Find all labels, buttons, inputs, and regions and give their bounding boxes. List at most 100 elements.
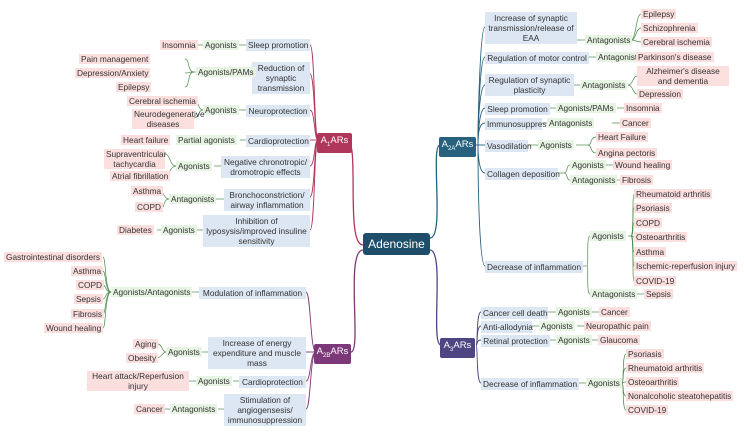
a2b-cardio-category: Cardioprotection: [239, 376, 306, 388]
a2b-energy-modality: Agonists: [166, 347, 202, 357]
a2a-sleep-category: Sleep promotion: [485, 103, 550, 115]
a2a-vaso-indication: Heart Failure: [596, 132, 648, 142]
a2a-collagen-indication: Wound healing: [613, 160, 673, 170]
a2a-inflam-indication: Psoriasis: [634, 203, 672, 213]
a1-cardio-indication: Heart failure: [121, 135, 171, 145]
a2a-sleep-indication: Insomnia: [624, 103, 662, 113]
a2a-inflam-modality: Agonists: [590, 231, 626, 241]
a3-allodynia-category: Anti-allodynia: [481, 321, 533, 333]
a2b-energy-indication: Obesity: [126, 353, 159, 363]
a2b-inflam-indication: Fibrosis: [71, 309, 105, 319]
a1-synaptic-indication: Pain management: [79, 54, 151, 64]
a2a-inflam-indication: Asthma: [634, 247, 667, 257]
a1-broncho-indication: Asthma: [131, 186, 164, 196]
a2a-motor-modality: Antagonists: [596, 52, 644, 62]
a3-allodynia-indication: Neuropathic pain: [584, 321, 651, 331]
a2a-vaso-modality: Agonists: [538, 140, 574, 150]
hub-a2a-sub: 2A: [448, 145, 456, 152]
a1-chrono-indication: Atrial fibrillation: [110, 171, 171, 181]
a2a-plasticity-category: Regulation of synaptic plasticity: [485, 74, 574, 96]
a1-lipo-modality: Agonists: [161, 225, 197, 235]
a1-chrono-modality: Agonists: [176, 161, 212, 171]
a1-synaptic-category: Reduction of synaptic transmission: [252, 62, 310, 94]
a2b-inflam-indication: Wound healing: [44, 323, 104, 333]
a2a-immuno-indication: Cancer: [620, 118, 651, 128]
a1-synaptic-indication: Depression/Anxiety: [75, 68, 151, 78]
a2a-inflam-indication: Rheumatoid arthritis: [634, 189, 713, 199]
a2b-inflam-modality: Agonists/Antagonists: [111, 287, 193, 297]
a1-sleep-category: Sleep promotion: [246, 39, 310, 51]
a3-death-indication: Cancer: [599, 307, 630, 317]
hub-a1-ars: A1ARs: [317, 133, 352, 153]
hub-a2b-tail: ARs: [330, 346, 349, 357]
hub-a2b-main: A: [316, 346, 324, 357]
a2a-inflam-indication: COPD: [634, 218, 662, 228]
a2a-collagen-indication: Fibrosis: [620, 175, 654, 185]
a2b-angio-indication: Cancer: [134, 404, 165, 414]
a2a-immuno-modality: Antagonists: [547, 118, 595, 128]
a2b-energy-indication: Aging: [133, 339, 159, 349]
a2a-collagen-modality: Agonists: [570, 160, 606, 170]
a1-sleep-indication: Insomnia: [160, 40, 198, 50]
a1-cardio-modality: Partial agonists: [176, 135, 237, 145]
a2a-inflam-category: Decrease of inflammation: [485, 261, 583, 273]
a1-chrono-category: Negative chronotropic/ dromotropic effec…: [221, 156, 310, 178]
a2b-energy-category: Increase of energy expenditure and muscl…: [208, 337, 306, 369]
hub-a2b-sub: 2B: [323, 352, 331, 359]
a2a-plasticity-indication: Alzheimer's disease and dementia: [637, 66, 729, 86]
a1-sleep-modality: Agonists: [203, 40, 239, 50]
a3-inflam-indication: Osteoarthritis: [626, 377, 680, 387]
a2a-inflam-indication: Sepsis: [644, 289, 673, 299]
a3-inflam-indication: Nonalcoholic steatohepatitis: [626, 391, 734, 401]
a2b-inflam-category: Modulation of inflammation: [199, 287, 306, 299]
hub-a3-main: A: [443, 340, 451, 351]
a1-chrono-indication: Supraventricular tachycardia: [104, 149, 167, 169]
a2b-inflam-indication: COPD: [76, 280, 104, 290]
a2a-inflam-indication: Osteoarthritis: [634, 232, 688, 242]
a2b-inflam-indication: Sepsis: [74, 294, 103, 304]
a1-synaptic-modality: Agonists/PAMs: [196, 67, 256, 77]
a1-lipo-category: Inhibition of lyposysis/improved insulin…: [203, 215, 310, 247]
hub-a3-ars: A3ARs: [440, 338, 475, 358]
a2b-angio-category: Stimulation of angiogensesis/ immunosupp…: [224, 394, 306, 426]
a2a-collagen-category: Collagen deposition: [485, 168, 560, 180]
root-adenosine: Adenosine: [363, 233, 430, 255]
hub-a3-sub: 3: [450, 346, 454, 353]
a3-allodynia-modality: Agonists: [539, 321, 575, 331]
a3-inflam-indication: Psoriasis: [626, 349, 664, 359]
a2a-vaso-indication: Angina pectoris: [596, 148, 658, 158]
hub-a2b-ars: A2BARs: [314, 344, 351, 364]
a2a-motor-category: Regulation of motor control: [485, 52, 589, 64]
a2a-eaa-modality: Antagonists: [585, 35, 633, 45]
a2a-inflam-modality: Antagonists: [590, 289, 638, 299]
a1-broncho-category: Bronchoconstriction/ airway inflammation: [224, 189, 310, 211]
a2a-sleep-modality: Agonists/PAMs: [556, 103, 616, 113]
a2b-inflam-indication: Asthma: [71, 266, 104, 276]
a3-death-category: Cancer cell death: [481, 307, 548, 319]
a2a-eaa-indication: Epilepsy: [641, 9, 677, 19]
a2b-cardio-modality: Agonists: [196, 376, 232, 386]
a3-death-modality: Agonists: [556, 307, 592, 317]
a1-lipo-indication: Diabetes: [117, 225, 154, 235]
a3-inflam-indication: Rheumatoid arthritis: [626, 363, 705, 373]
a1-neuro-modality: Agonists: [203, 105, 239, 115]
hub-a2a-ars: A2AARs: [439, 137, 476, 157]
a2a-vaso-category: Vasodilation: [485, 140, 532, 152]
a2b-inflam-indication: Gastrointestinal disorders: [4, 252, 103, 262]
a3-retinal-modality: Agonists: [556, 335, 592, 345]
a3-inflam-indication: COVID-19: [626, 405, 669, 415]
hub-a1-main: A: [320, 135, 328, 146]
a1-synaptic-indication: Epilepsy: [116, 82, 152, 92]
a2a-plasticity-indication: Depression: [637, 89, 683, 99]
a2a-collagen-modality: Antagonists: [570, 175, 618, 185]
a1-broncho-indication: COPD: [135, 202, 163, 212]
a2a-eaa-indication: Cerebral ischemia: [641, 37, 712, 47]
hub-a3-tail: ARs: [453, 340, 472, 351]
hub-a1-tail: ARs: [330, 135, 349, 146]
a3-retinal-indication: Glaucoma: [598, 335, 640, 345]
a2a-plasticity-modality: Antagonists: [580, 80, 628, 90]
a2a-immuno-category: Immunosuppression: [485, 118, 562, 130]
a3-inflam-modality: Agonists: [586, 378, 622, 388]
hub-a1-sub: 1: [327, 141, 331, 148]
